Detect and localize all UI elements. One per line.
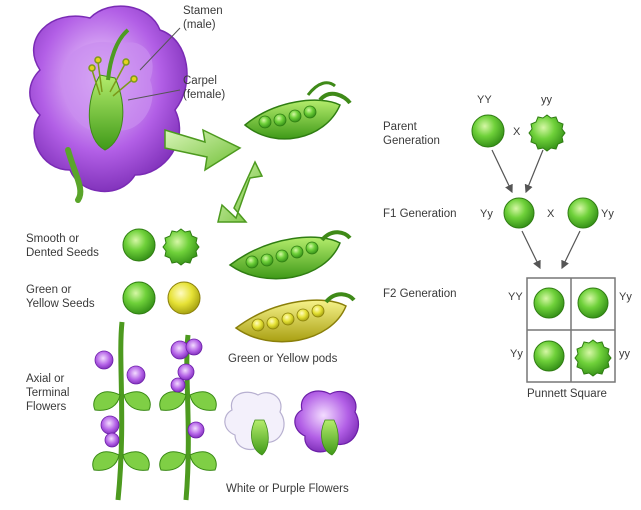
f1-left-genotype: Yy	[480, 207, 493, 221]
white-flower-icon	[225, 392, 284, 455]
parent-generation-label: Parent Generation	[383, 120, 440, 148]
parent-cross-symbol: X	[513, 125, 520, 139]
seed-shape-label: Smooth or Dented Seeds	[26, 232, 99, 260]
parent-smooth-pea-icon	[472, 115, 504, 147]
green-pod-icon	[230, 232, 350, 279]
f1-right-pea-icon	[568, 198, 598, 228]
pod-color-label: Green or Yellow pods	[228, 352, 337, 366]
punnett-bottom-right-genotype: yy	[619, 347, 630, 361]
flower-position-label: Axial or Terminal Flowers	[26, 372, 69, 414]
parent-left-genotype: YY	[477, 93, 492, 107]
f1-generation-label: F1 Generation	[383, 207, 457, 221]
parent-right-genotype: yy	[541, 93, 552, 107]
punnett-square-caption: Punnett Square	[527, 387, 607, 401]
f1-right-genotype: Yy	[601, 207, 614, 221]
green-seed-icon	[123, 282, 155, 314]
smooth-seed-icon	[123, 229, 155, 261]
dented-seed-icon	[163, 229, 199, 265]
purple-flower-icon	[295, 391, 359, 455]
axial-terminal-plants	[93, 322, 217, 500]
pea-pod-open	[245, 83, 350, 139]
yellow-pod-icon	[236, 294, 354, 342]
pea-flower-illustration	[30, 6, 187, 200]
flower-color-icons	[225, 391, 359, 455]
carpel-label: Carpel (female)	[183, 74, 225, 102]
f2-generation-label: F2 Generation	[383, 287, 457, 301]
flower-color-label: White or Purple Flowers	[226, 482, 349, 496]
genetic-cross-diagram	[472, 115, 615, 382]
punnett-top-left-genotype: YY	[508, 290, 523, 304]
seed-color-label: Green or Yellow Seeds	[26, 283, 95, 311]
yellow-seed-icon	[168, 282, 200, 314]
f1-cross-symbol: X	[547, 207, 554, 221]
f1-left-pea-icon	[504, 198, 534, 228]
punnett-bottom-left-genotype: Yy	[510, 347, 523, 361]
seed-traits	[123, 229, 200, 314]
punnett-top-right-genotype: Yy	[619, 290, 632, 304]
process-arrows	[165, 130, 262, 222]
parent-wrinkled-pea-icon	[529, 115, 565, 151]
stamen-label: Stamen (male)	[183, 4, 223, 32]
punnett-square	[527, 278, 615, 382]
